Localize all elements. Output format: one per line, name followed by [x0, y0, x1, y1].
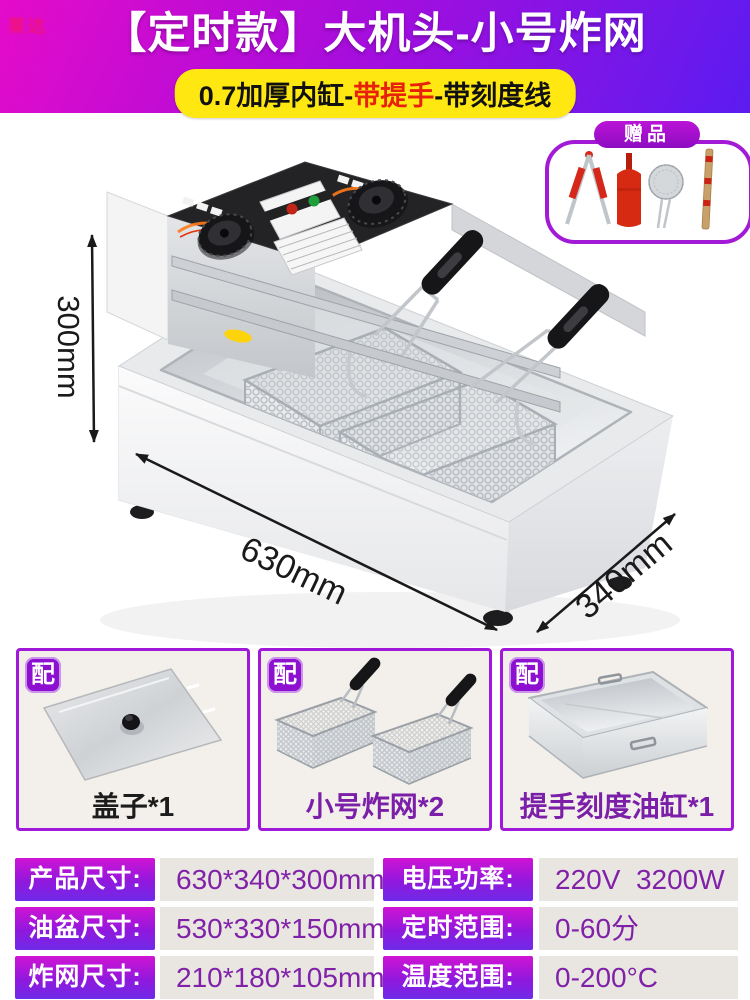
thermometer-icon: [701, 148, 714, 230]
basket-hooks: [347, 351, 535, 446]
guard-rails: [171, 255, 561, 413]
lid-illustration: [42, 668, 223, 781]
spec-label-basket-size: 炸网尺寸:: [15, 956, 155, 999]
dim-height-label: 300mm: [51, 295, 86, 398]
temperature-knob: [347, 179, 409, 228]
indicator-lights: [259, 180, 341, 240]
gift-label: 赠品: [594, 121, 700, 148]
brand-logo-oval: [224, 329, 252, 343]
subtitle-part1: 0.7加厚内缸-: [198, 81, 354, 111]
accessory-caption: 小号炸网*2: [305, 791, 445, 822]
spec-label-timer-range: 定时范围:: [383, 907, 533, 950]
subtitle-pill: 0.7加厚内缸-带提手-带刻度线: [174, 69, 576, 118]
tank-handle: [597, 673, 623, 685]
accessory-caption: 提手刻度油缸*1: [519, 791, 715, 822]
timer-knob: [197, 213, 255, 260]
accessory-box-tank: 配 提手刻度油缸*1: [500, 648, 734, 831]
spec-value-voltage-power: 220V 3200W: [539, 858, 738, 901]
spec-label-voltage-power: 电压功率:: [383, 858, 533, 901]
included-badge: 配: [25, 657, 61, 693]
spec-value-basket-size: 210*180*105mm: [160, 956, 385, 999]
mini-basket: [370, 673, 477, 785]
strainer-icon: [648, 164, 684, 229]
cooking-chart-sticker: [273, 217, 363, 276]
accessory-box-baskets: 配: [258, 648, 492, 831]
oil-tank-illustration: [528, 671, 708, 779]
subtitle-part2: -带刻度线: [434, 81, 552, 111]
page-title: 【定时款】大机头-小号炸网: [103, 10, 647, 58]
basket-grip: [421, 230, 484, 295]
spec-value-basin-size: 530*330*150mm: [160, 907, 385, 950]
spec-value-timer-range: 0-60分: [539, 907, 738, 950]
spec-value-temp-range: 0-200°C: [539, 956, 738, 999]
header-banner: 莱达 【定时款】大机头-小号炸网 0.7加厚内缸-带提手-带刻度线: [0, 0, 750, 118]
sauce-bottle-icon: [617, 153, 641, 227]
spec-value-product-size: 630*340*300mm: [160, 858, 385, 901]
basket-handles: [373, 230, 610, 405]
brand-watermark: 莱达: [8, 17, 48, 36]
included-badge: 配: [509, 657, 545, 693]
gift-items: [565, 148, 714, 230]
tongs-icon: [565, 151, 611, 225]
subtitle-highlight: 带提手: [353, 81, 435, 111]
spec-label-product-size: 产品尺寸:: [15, 858, 155, 901]
spec-label-temp-range: 温度范围:: [383, 956, 533, 999]
dimension-height: 300mm: [51, 234, 99, 443]
basket-grip: [547, 284, 610, 349]
accessory-caption: 盖子*1: [91, 791, 175, 822]
tank-handle: [629, 736, 657, 751]
included-badge: 配: [267, 657, 303, 693]
fryer-illustration: 300mm 630mm 340mm: [51, 161, 680, 648]
mini-basket: [274, 657, 381, 769]
control-head: [106, 161, 646, 446]
baskets-illustration: [274, 657, 477, 785]
spec-label-basin-size: 油盆尺寸:: [15, 907, 155, 950]
gift-box: [545, 140, 750, 244]
accessory-box-lid: 配 盖子*1: [16, 648, 250, 831]
